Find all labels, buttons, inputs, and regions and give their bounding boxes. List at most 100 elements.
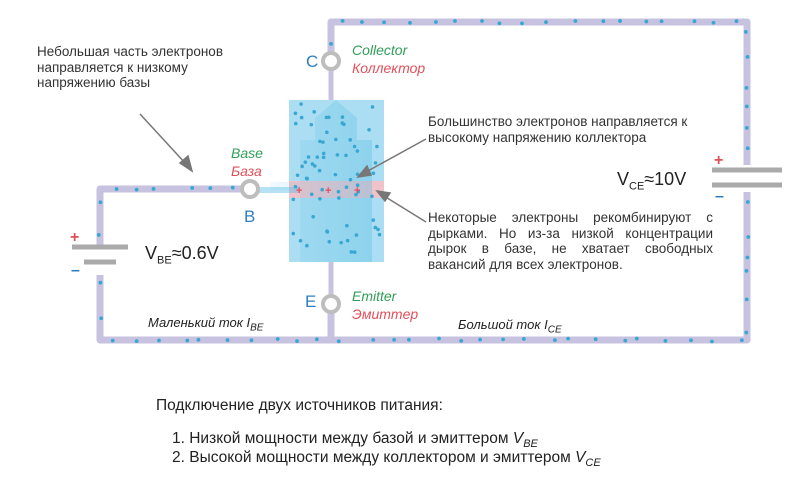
transistor-electron <box>321 140 325 144</box>
transistor-electron <box>336 189 341 194</box>
transistor-electron <box>315 155 320 159</box>
transistor-electron <box>318 139 322 144</box>
wire-electron <box>601 19 606 24</box>
transistor-electron <box>320 187 324 192</box>
wire-electron <box>497 21 502 26</box>
caption-title: Подключение двух источников питания: <box>156 397 443 414</box>
wire-electron <box>501 337 505 342</box>
transistor-electron <box>309 122 314 127</box>
collector-label-en: Collector <box>352 42 408 58</box>
wire-electron <box>314 337 319 342</box>
wire-electron <box>185 338 190 343</box>
wire-electron <box>459 338 464 343</box>
transistor-electron <box>318 196 322 201</box>
wire-electron <box>190 186 195 190</box>
transistor-electron <box>345 238 350 243</box>
transistor-electron <box>311 214 315 219</box>
collector-electrons-note: Большинство электронов направляется к вы… <box>428 114 688 145</box>
transistor-electron <box>304 176 309 181</box>
wire-electron <box>196 337 201 342</box>
large-current-label: Большой ток ICE <box>458 317 562 336</box>
emitter-label-ru: Эмиттер <box>352 306 419 322</box>
vbe-symbol: V <box>145 243 158 263</box>
wire-electron <box>340 18 345 23</box>
wire-electron <box>544 20 548 25</box>
wire-electron <box>520 21 524 26</box>
collector-wire <box>327 18 751 165</box>
transistor-electron <box>377 232 382 237</box>
wire-electron <box>689 338 693 343</box>
transistor-electron <box>340 115 345 119</box>
wire-electron <box>225 338 230 343</box>
wire-electron <box>644 19 649 24</box>
transistor-electron <box>356 189 361 194</box>
terminals <box>240 51 341 314</box>
wire-electron <box>151 187 156 191</box>
wire-electron <box>336 339 341 344</box>
vce-symbol: V <box>617 169 630 189</box>
transistor-electron <box>344 185 349 190</box>
wire-electron <box>478 337 482 342</box>
transistor-electron <box>355 149 360 153</box>
wire-electron <box>744 268 749 273</box>
collector-label-ru: Коллектор <box>352 60 426 76</box>
wire-electron <box>407 337 411 342</box>
wire-electron <box>371 337 376 342</box>
wire-electron <box>710 339 714 344</box>
transistor-electron <box>333 172 338 177</box>
large-current-subscript: CE <box>547 324 562 336</box>
transistor-electron <box>293 184 298 189</box>
wire-electron <box>434 20 438 24</box>
caption-item-2-text: 2. Высокой мощности между коллектором и … <box>172 449 576 466</box>
wire-electron <box>593 337 598 342</box>
wire-electron <box>96 233 101 237</box>
wire-electron <box>521 337 526 341</box>
transistor-electron <box>303 160 308 164</box>
transistor-electron <box>312 110 317 114</box>
holes: +++ <box>296 185 360 197</box>
transistor-electron <box>354 192 358 197</box>
transistor-electron <box>293 111 298 116</box>
transistor-electron <box>354 233 359 237</box>
transistor-electron <box>325 130 329 135</box>
wire-electron <box>98 200 103 205</box>
emitter-letter: E <box>305 292 317 311</box>
caption-item-2-symbol: VCE <box>575 449 601 470</box>
transistor-electron <box>352 250 357 254</box>
transistor-electron <box>367 127 371 132</box>
large-current-text: Большой ток I <box>458 317 548 332</box>
wire-electron <box>208 186 213 191</box>
emitter-terminal <box>321 294 341 314</box>
transistor-electron <box>309 192 314 197</box>
transistor-electron <box>324 115 329 120</box>
wire-electron <box>230 185 235 190</box>
wire-electron <box>711 20 716 25</box>
transistor-electron <box>335 153 340 157</box>
wire-electron <box>745 200 750 204</box>
wire-electron <box>437 336 441 341</box>
transistor-electron <box>348 177 353 182</box>
transistor-electron <box>373 161 378 165</box>
base-note-arrowhead <box>178 154 194 173</box>
wires <box>96 18 751 344</box>
emitter-wire <box>96 275 335 344</box>
vce-subscript: CE <box>629 180 645 193</box>
collector-terminal <box>321 51 341 71</box>
wire-electron <box>275 337 280 341</box>
collector-return-wire <box>331 192 751 344</box>
vbe-battery <box>72 244 128 265</box>
wire-electron <box>392 337 397 342</box>
wire-electron <box>566 336 570 341</box>
transistor-electron <box>300 164 304 169</box>
vbe-plus-sign: + <box>70 229 80 246</box>
transistor-electron <box>293 121 298 126</box>
wire-electron <box>98 280 103 285</box>
caption-item-2: 2. Высокой мощности между коллектором и … <box>172 449 601 470</box>
transistor-electron <box>291 231 296 236</box>
wire-electron <box>745 146 750 151</box>
wire-electron <box>745 55 750 59</box>
wire-electron <box>553 338 557 343</box>
transistor-electron <box>325 229 329 234</box>
transistor-electron <box>370 194 374 199</box>
